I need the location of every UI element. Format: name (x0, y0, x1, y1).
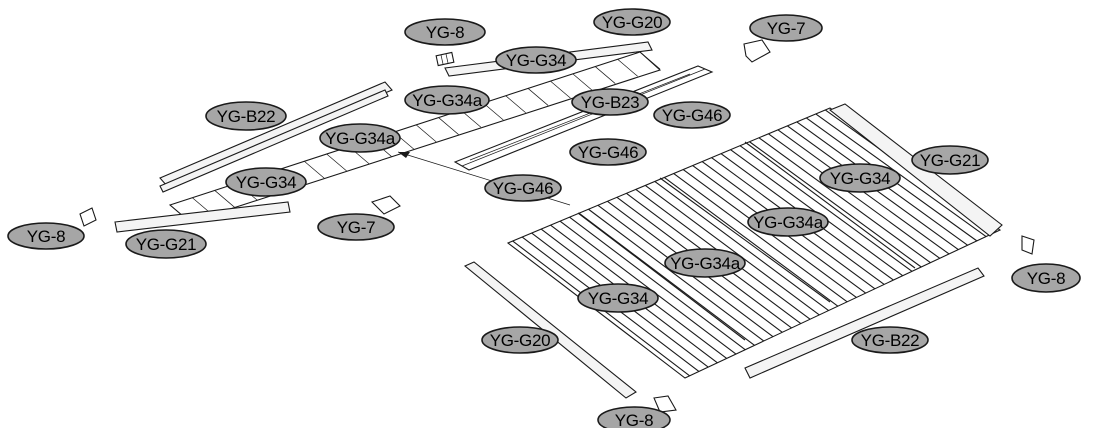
callout-yg34-right: YG-G34 (819, 163, 901, 193)
callout-label: YG-8 (1027, 269, 1065, 288)
callout-bubble (125, 229, 207, 259)
callout-bubble (225, 167, 307, 197)
callout-bubble (747, 207, 829, 237)
callout-yg8-left: YG-8 (7, 222, 85, 250)
callout-bubble (597, 406, 671, 428)
callout-bubble (404, 85, 490, 115)
callout-label: YG-G21 (136, 235, 197, 254)
callout-bubble (7, 222, 85, 250)
callout-bubble (577, 283, 659, 313)
callout-yg46-b: YG-G46 (569, 138, 647, 166)
callout-label: YG-G34a (670, 254, 741, 273)
callout-yg20-bot: YG-G20 (481, 326, 559, 354)
left-beam-b22 (159, 81, 393, 187)
callout-yg46-a: YG-G46 (653, 101, 731, 129)
bottom-beam-b22 (744, 267, 985, 379)
callout-yg21-left: YG-G21 (125, 229, 207, 259)
bracket-yg8-top (435, 51, 455, 67)
callout-yg8-right: YG-8 (1011, 263, 1081, 293)
callout-label: YG-G34a (325, 129, 396, 148)
bracket-yg7-top (743, 39, 771, 63)
callout-bubble (911, 145, 989, 175)
callout-label: YG-G46 (493, 179, 554, 198)
callout-yg8-bot: YG-8 (597, 406, 671, 428)
callout-yg34-top: YG-G34 (495, 46, 577, 74)
callout-label: YG-8 (426, 23, 464, 42)
callout-bubble (851, 326, 929, 354)
callout-label: YG-B22 (217, 107, 276, 126)
bracket-yg8-right (1021, 235, 1035, 255)
bracket-yg8-left (79, 207, 97, 227)
callout-label: YG-G20 (602, 13, 663, 32)
callout-label: YG-G34 (830, 169, 891, 188)
right-rail-g21 (828, 103, 1003, 237)
callout-bubble (319, 123, 401, 153)
callout-label: YG-G34 (236, 173, 297, 192)
callout-yg8-top: YG-8 (404, 18, 486, 46)
callout-label: YG-8 (27, 227, 65, 246)
callout-yg22-bot: YG-B22 (851, 326, 929, 354)
callout-label: YG-7 (337, 218, 375, 237)
callout-bubble (317, 213, 395, 241)
callout-bubble (653, 101, 731, 129)
bottom-rail-g20 (463, 261, 637, 399)
callout-label: YG-G34 (588, 289, 649, 308)
callout-yg7-top: YG-7 (749, 14, 823, 42)
callout-label: YG-G20 (490, 331, 551, 350)
callout-label: YG-B22 (861, 331, 920, 350)
callout-label: YG-7 (767, 19, 805, 38)
callout-yg34a-top1: YG-G34a (404, 85, 490, 115)
callout-label: YG-8 (615, 411, 653, 428)
callout-bubble (569, 138, 647, 166)
bracket-yg7-mid (370, 195, 401, 215)
callout-label: YG-G34a (412, 91, 483, 110)
callout-label: YG-B23 (581, 93, 640, 112)
callout-bubble (571, 88, 649, 116)
callout-bubble (593, 8, 671, 36)
callout-label: YG-G21 (920, 151, 981, 170)
callout-yg34a-top2: YG-G34a (319, 123, 401, 153)
callout-bubble (484, 174, 562, 202)
callout-bubble (749, 14, 823, 42)
callout-yg46-c: YG-G46 (484, 174, 562, 202)
callout-yg20-top: YG-G20 (593, 8, 671, 36)
callout-label: YG-G46 (578, 143, 639, 162)
callout-bubble (481, 326, 559, 354)
bracket-yg8-bottom (653, 395, 677, 413)
callout-bubble (495, 46, 577, 74)
callout-yg21-right: YG-G21 (911, 145, 989, 175)
callout-yg34a-c: YG-G34a (664, 248, 746, 278)
callout-yg22-left: YG-B22 (205, 101, 287, 131)
callout-label: YG-G46 (662, 106, 723, 125)
callout-yg23: YG-B23 (571, 88, 649, 116)
callout-label: YG-G34a (753, 213, 824, 232)
callout-yg34a-r: YG-G34a (747, 207, 829, 237)
callout-bubble (819, 163, 901, 193)
callout-bubble (205, 101, 287, 131)
callout-yg34-left: YG-G34 (225, 167, 307, 197)
callout-yg7-mid: YG-7 (317, 213, 395, 241)
callout-label: YG-G34 (506, 51, 567, 70)
callout-bubble (1011, 263, 1081, 293)
callout-bubble (664, 248, 746, 278)
callout-yg34-bot: YG-G34 (577, 283, 659, 313)
left-rail-g21 (114, 201, 291, 233)
callout-bubble (404, 18, 486, 46)
